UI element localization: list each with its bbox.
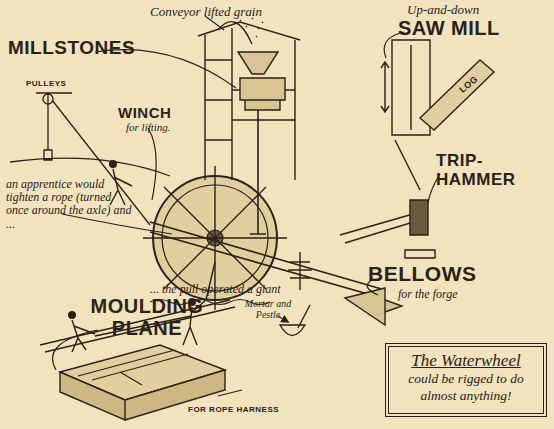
component-title: SAW MILL: [398, 17, 500, 39]
trip-hammer-and-crank: [340, 62, 435, 258]
note-box: The Waterwheelcould be rigged to do almo…: [388, 346, 544, 414]
component-title: BELLOWS: [368, 262, 477, 285]
explanation-note: ... the pull operated a giant: [150, 283, 281, 296]
axle: [150, 110, 385, 298]
part-label: FOR ROPE HARNESS: [188, 406, 279, 415]
part-label: PULLEYS: [26, 80, 66, 89]
worker-head: [109, 160, 117, 168]
component-title: WINCH: [118, 105, 171, 122]
box-body: could be rigged to do almost anything!: [395, 371, 537, 403]
component-label: Conveyor lifted grain: [150, 5, 262, 19]
component-title: MILLSTONES: [8, 38, 135, 59]
component-note: for the forge: [398, 288, 458, 301]
component-label: Up-and-down: [407, 3, 479, 17]
component-title: MOULDING PLANE: [86, 295, 208, 339]
box-heading: The Waterwheel: [395, 351, 537, 371]
component-title: TRIP-HAMMER: [436, 152, 528, 189]
conveyor-grain: [218, 18, 263, 44]
millstones-and-hopper: [238, 52, 285, 110]
waterwheel-spokes: [143, 166, 287, 310]
explanation-note: an apprentice would tighten a rope (turn…: [6, 178, 134, 231]
mill-frame: [198, 22, 300, 180]
gears-and-mortar: [280, 252, 312, 336]
planer-head: [68, 311, 76, 319]
log: [420, 60, 494, 130]
component-note: for lifting.: [126, 121, 171, 133]
component-label: Mortar and Pestle: [240, 298, 296, 320]
hammer-head: [410, 200, 428, 235]
bellows: [345, 288, 402, 325]
moulding-plane-details: [78, 350, 242, 396]
pulley-wheel: [43, 94, 53, 104]
